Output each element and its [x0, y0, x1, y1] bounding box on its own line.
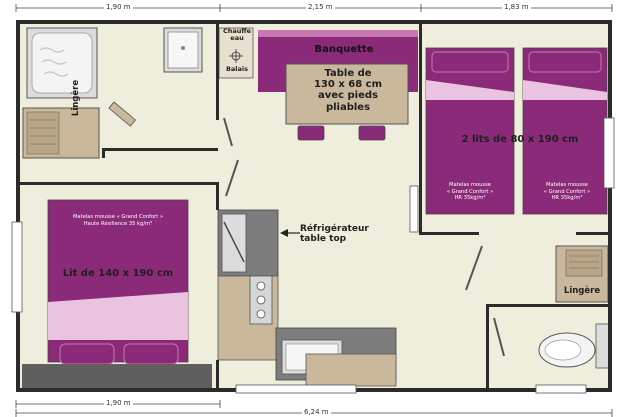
banquette-cushion: [258, 30, 418, 37]
kitchen-counter-right: [305, 353, 397, 387]
twin-bed-left: [425, 47, 515, 215]
washbasin-drain: [181, 46, 185, 50]
double-bed-cover: [48, 292, 188, 340]
label-double-bed: Lit de 140 x 190 cm: [62, 268, 174, 279]
label-mattress-twin-left: Matelas mousse « Grand Confort » HR 35kg…: [446, 182, 494, 201]
dim-top-1: 1,90 m: [104, 3, 133, 11]
dining-table: [285, 63, 409, 125]
label-mattress-twin-right: Matelas mousse « Grand Confort » HR 35kg…: [543, 182, 591, 201]
label-table: Table de 130 x 68 cm avec pieds pliables: [313, 68, 383, 113]
bed-base: [22, 364, 212, 388]
stool-2: [358, 125, 386, 141]
wc-tank: [595, 323, 611, 369]
twin-bed-right-cover: [523, 80, 607, 100]
dim-bottom-2: 6,24 m: [302, 408, 331, 416]
dim-top-3: 1,83 m: [502, 3, 531, 11]
double-bed-pillow-right: [123, 343, 179, 365]
label-fridge: Réfrigérateur table top: [300, 224, 369, 245]
twin-bed-left-pillow: [431, 51, 509, 73]
label-chauffe-eau: Chauffe eau: [222, 27, 252, 43]
shower-waves: [39, 47, 69, 77]
dim-bottom-1: 1,90 m: [104, 399, 133, 407]
label-balais: Balais: [225, 65, 249, 73]
label-banquette: Banquette: [314, 44, 374, 55]
stool-1: [297, 125, 325, 141]
windows: [11, 117, 615, 394]
twin-bed-right-pillow: [528, 51, 602, 73]
label-mattress-double: Matelas mousse « Grand Confort » Haute R…: [72, 214, 164, 227]
double-bed-pillow-left: [59, 343, 115, 365]
linen-shelves: [26, 111, 60, 155]
shower-basin: [31, 32, 93, 94]
twin-bed-right: [522, 47, 608, 215]
fridge-arrow: [280, 229, 300, 237]
label-lingere-left: Lingère: [71, 79, 81, 117]
door-swings: [223, 117, 505, 357]
label-lingere-right: Lingère: [563, 286, 601, 296]
dim-top-2: 2,15 m: [306, 3, 335, 11]
bathroom-door-panel: [108, 101, 137, 127]
label-twin-beds: 2 lits de 80 x 190 cm: [461, 134, 579, 145]
twin-bed-left-cover: [426, 80, 514, 100]
